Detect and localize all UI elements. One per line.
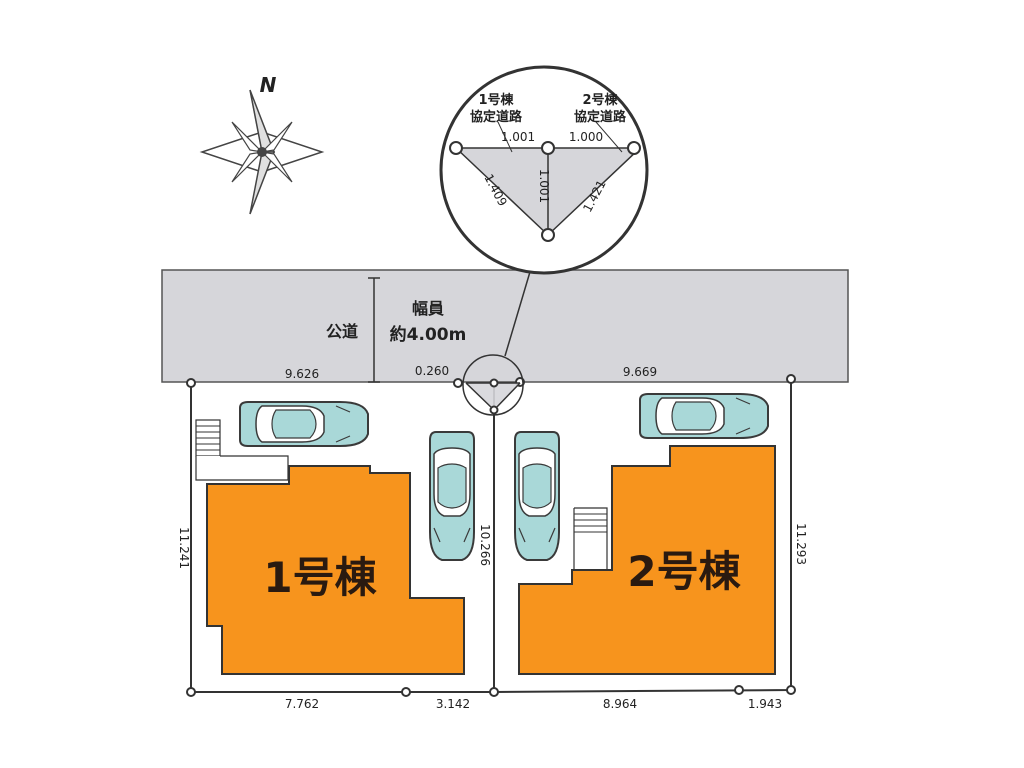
inset-label-2-line1: 2号棟 [582,92,618,108]
building-2-label: 2号棟 [627,547,741,596]
building-2 [518,445,776,675]
dim-lot-1-bottom-b: 3.142 [436,697,470,711]
dim-lot-2-bottom-b: 1.943 [748,697,782,711]
inset-dim-top-left: 1.001 [501,130,535,144]
agreement-road-junction [462,354,524,416]
inset-dim-vertical: 1.001 [537,169,551,203]
inset-label-1-line2: 協定道路 [470,109,523,125]
road-width-label: 幅員 [412,299,444,318]
dim-lot-1-bottom-a: 7.762 [285,697,319,711]
dim-lot-1-front: 9.626 [285,367,319,381]
compass-rose-icon [199,89,325,215]
road-label: 公道 [326,322,358,341]
inset-dim-top-right: 1.000 [569,130,603,144]
dim-shared-corner: 0.260 [415,364,449,378]
inset-label-2-line2: 協定道路 [574,109,627,125]
public-road [161,269,849,383]
agreement-road-inset [439,65,649,275]
building-1-label: 1号棟 [263,553,377,602]
parking-car-1 [239,401,369,447]
dim-lot-1-left: 11.241 [177,527,191,569]
parking-car-2 [429,431,475,561]
lot-2-entrance-steps [573,507,608,571]
inset-label-1-line1: 1号棟 [478,92,514,108]
parking-car-3 [514,431,560,561]
parking-car-4 [639,393,769,439]
dim-lot-2-front: 9.669 [623,365,657,379]
dim-lot-2-bottom-a: 8.964 [603,697,637,711]
building-1 [206,465,465,675]
compass-north-label: N [260,73,277,97]
dim-lot-2-right: 11.293 [794,523,808,565]
road-width-value: 約4.00m [390,324,467,345]
lot-1-entrance-steps [195,419,289,481]
dim-shared-boundary: 10.266 [478,524,492,566]
